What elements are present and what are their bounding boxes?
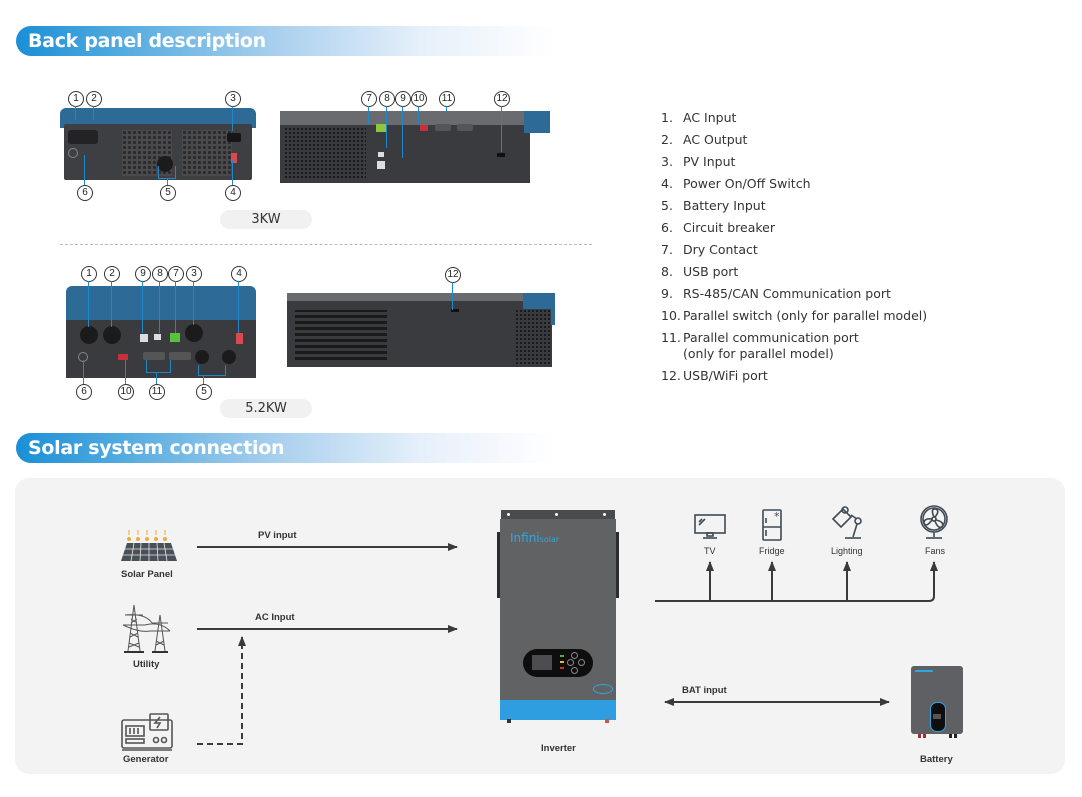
list-item: 1.AC Input [661, 110, 737, 125]
load-label: Fans [925, 546, 946, 556]
callout-7: 7 [361, 91, 377, 107]
callout-2: 2 [104, 266, 120, 282]
load-label: TV [704, 546, 716, 556]
callout-5: 5 [160, 185, 176, 201]
generator-icon [121, 713, 173, 751]
port-description-list: 1.AC Input 2.AC Output 3.PV Input 4.Powe… [661, 110, 927, 390]
battery-label: Battery [920, 754, 953, 765]
callout-1: 1 [68, 91, 84, 107]
callout-12: 12 [445, 267, 461, 283]
callout-8: 8 [152, 266, 168, 282]
list-item: 8.USB port [661, 264, 739, 279]
list-item: 3.PV Input [661, 154, 736, 169]
section-title: Back panel description [28, 30, 266, 52]
source-label: Solar Panel [121, 569, 173, 580]
inverter-5kw-rear-view [66, 286, 256, 381]
generator-dashed-arrow [197, 636, 246, 745]
inverter-label: Inverter [541, 743, 576, 754]
callout-7: 7 [168, 266, 184, 282]
list-item: 10.Parallel switch (only for parallel mo… [661, 308, 928, 323]
battery-device [911, 666, 963, 740]
callout-6: 6 [77, 185, 93, 201]
list-item: 12.USB/WiFi port [661, 368, 768, 383]
ac-input-label: AC Input [255, 612, 295, 623]
list-item: 5.Battery Input [661, 198, 766, 213]
fridge-icon: * [762, 509, 782, 541]
callout-2: 2 [86, 91, 102, 107]
callout-1: 1 [81, 266, 97, 282]
inverter-device: Infinisolar [497, 510, 619, 723]
source-label: Utility [133, 659, 160, 670]
source-label: Generator [123, 754, 169, 765]
list-item: 9.RS-485/CAN Communication port [661, 286, 891, 301]
callout-9: 9 [395, 91, 411, 107]
callout-12: 12 [494, 91, 510, 107]
tv-icon [694, 514, 726, 539]
svg-text:*: * [774, 510, 780, 523]
callout-10: 10 [411, 91, 427, 107]
inverter-lcd-panel [523, 649, 593, 677]
section-title: Solar system connection [28, 437, 285, 459]
solar-panel-icon [121, 530, 177, 562]
power-tower-icon [122, 604, 171, 653]
model-label-5kw: 5.2KW [220, 399, 312, 418]
callout-11: 11 [149, 384, 165, 400]
load-label: Lighting [831, 546, 863, 556]
fan-icon [920, 505, 948, 539]
load-label: Fridge [759, 546, 785, 556]
list-item: 2.AC Output [661, 132, 748, 147]
callout-3: 3 [186, 266, 202, 282]
pv-input-label: PV input [258, 530, 297, 541]
inverter-brand-logo: Infinisolar [510, 531, 560, 545]
divider [60, 244, 592, 245]
callout-3: 3 [225, 91, 241, 107]
load-bus-line [655, 561, 938, 602]
callout-8: 8 [379, 91, 395, 107]
bat-input-label: BAT input [682, 685, 727, 696]
list-item: 6.Circuit breaker [661, 220, 775, 235]
inverter-3kw-rear-view [60, 108, 256, 184]
callout-5: 5 [196, 384, 212, 400]
callout-10: 10 [118, 384, 134, 400]
desk-lamp-icon [831, 506, 862, 539]
list-item: 11.Parallel communication port(only for … [661, 330, 859, 361]
inverter-5kw-side-view [287, 293, 555, 369]
model-label-3kw: 3KW [220, 210, 312, 229]
callout-9: 9 [135, 266, 151, 282]
list-item: 4.Power On/Off Switch [661, 176, 811, 191]
callout-6: 6 [76, 384, 92, 400]
list-item: 7.Dry Contact [661, 242, 758, 257]
callout-4: 4 [225, 185, 241, 201]
section-header-solar-connection: Solar system connection [16, 433, 556, 463]
callout-11: 11 [439, 91, 455, 107]
callout-4: 4 [231, 266, 247, 282]
section-header-back-panel: Back panel description [16, 26, 556, 56]
inverter-3kw-side-view [280, 111, 550, 183]
